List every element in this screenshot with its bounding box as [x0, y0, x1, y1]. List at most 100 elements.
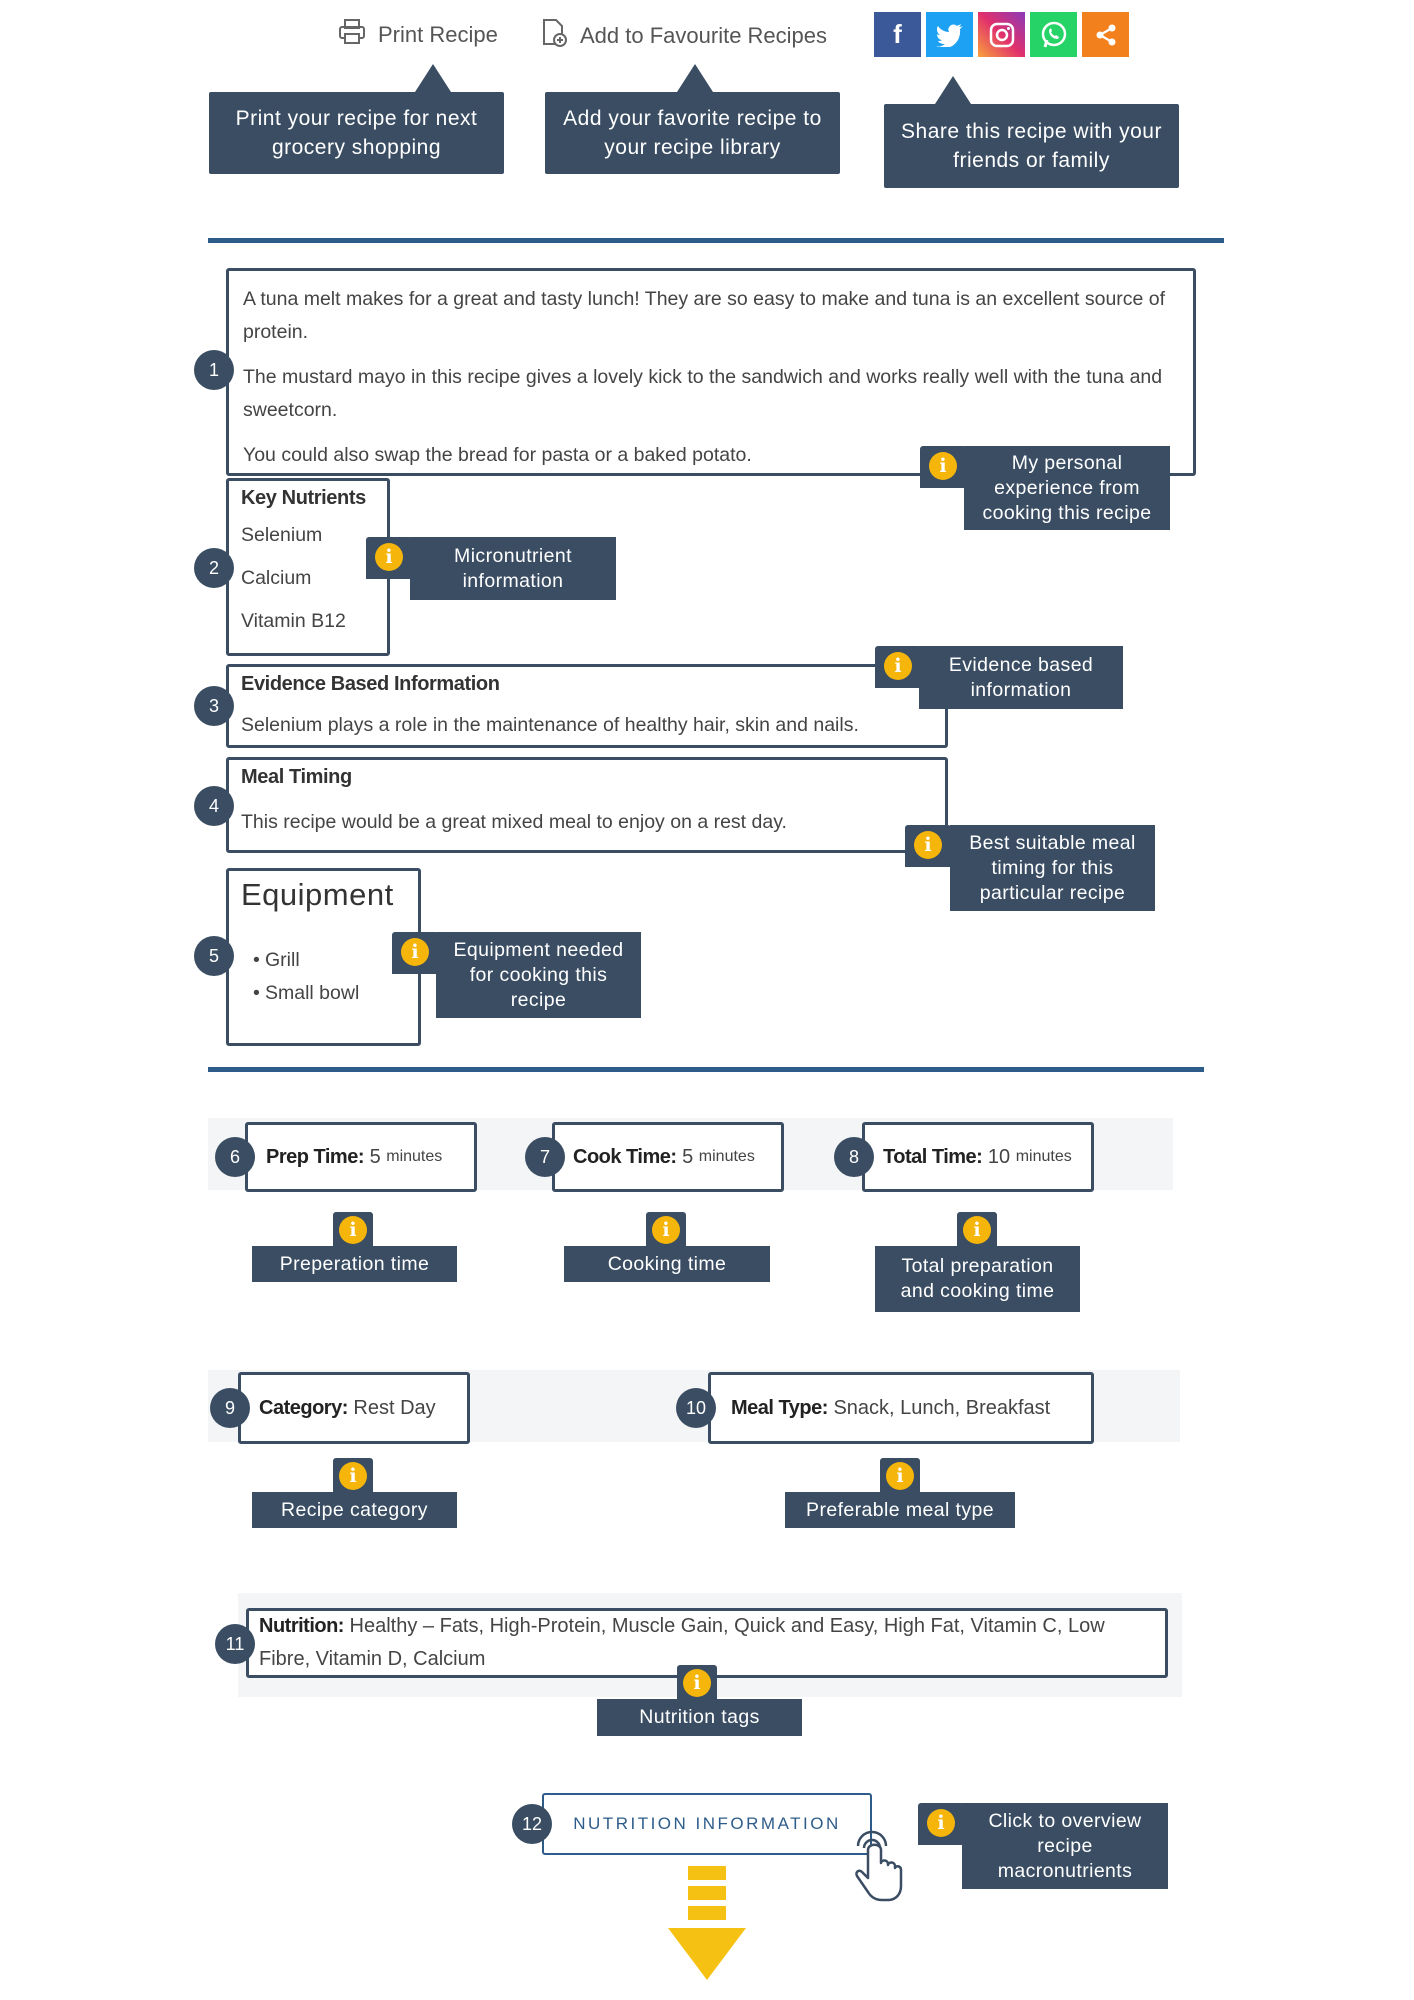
info-icon[interactable]: i [963, 1216, 991, 1244]
meal-type-label: Meal Type: [731, 1396, 828, 1419]
info-icon[interactable]: i [339, 1462, 367, 1490]
prep-time-value: 5 [369, 1145, 381, 1168]
evidence-text: Selenium plays a role in the maintenance… [241, 714, 859, 736]
print-tip: Print your recipe for next grocery shopp… [209, 92, 504, 174]
step-number-12: 12 [512, 1804, 552, 1844]
intro-paragraph-3: You could also swap the bread for pasta … [243, 444, 752, 466]
hand-pointer-icon [848, 1826, 908, 1911]
nutrient-item: Vitamin B12 [241, 610, 346, 632]
info-icon[interactable]: i [914, 831, 942, 859]
down-arrow-icon [668, 1866, 748, 1986]
total-tip: Total preparation and cooking time [875, 1246, 1080, 1312]
share-tip: Share this recipe with your friends or f… [884, 104, 1179, 188]
meal-type-box: Meal Type: Snack, Lunch, Breakfast [708, 1372, 1094, 1444]
share-tip-arrow [935, 76, 971, 104]
category-label: Category: [259, 1396, 348, 1419]
step-number-8: 8 [834, 1137, 874, 1177]
info-icon[interactable]: i [652, 1216, 680, 1244]
step-number-10: 10 [676, 1388, 716, 1428]
info-icon[interactable]: i [929, 452, 957, 480]
meal-timing-box: Meal Timing This recipe would be a great… [226, 757, 948, 853]
total-time-unit: minutes [1015, 1148, 1072, 1165]
print-recipe-action[interactable]: Print Recipe [338, 18, 498, 52]
info-icon[interactable]: i [884, 652, 912, 680]
category-value: Rest Day [353, 1396, 436, 1419]
cook-time-box: Cook Time: 5 minutes [552, 1122, 784, 1192]
cook-tip: Cooking time [564, 1246, 770, 1282]
middle-divider [208, 1067, 1204, 1072]
print-tip-arrow [415, 64, 451, 92]
nutrient-item: Calcium [241, 567, 312, 589]
step-number-9: 9 [210, 1388, 250, 1428]
favourite-tip-arrow [677, 64, 713, 92]
total-time-label: Total Time: [883, 1145, 983, 1168]
cook-time-unit: minutes [698, 1148, 755, 1165]
nutrients-title: Key Nutrients [241, 487, 366, 509]
prep-time-box: Prep Time: 5 minutes [245, 1122, 477, 1192]
step-number-1: 1 [194, 350, 234, 390]
meal-timing-title: Meal Timing [241, 766, 352, 788]
step-number-2: 2 [194, 548, 234, 588]
meal-type-tip: Preferable meal type [785, 1492, 1015, 1528]
info-icon[interactable]: i [683, 1669, 711, 1697]
step-number-7: 7 [525, 1137, 565, 1177]
intro-paragraph-2: The mustard mayo in this recipe gives a … [243, 366, 1163, 421]
nutrients-tip: Micronutrient information [410, 537, 616, 600]
print-recipe-label: Print Recipe [378, 22, 498, 47]
equipment-tip: Equipment needed for cooking this recipe [436, 932, 641, 1018]
add-favourite-label: Add to Favourite Recipes [580, 23, 828, 48]
equipment-item: •Small bowl [253, 982, 360, 1004]
nutrition-button-tip: Click to overview recipe macronutrients [962, 1803, 1168, 1889]
prep-tip: Preperation time [252, 1246, 457, 1282]
info-icon[interactable]: i [886, 1462, 914, 1490]
intro-box: A tuna melt makes for a great and tasty … [226, 268, 1196, 476]
info-icon[interactable]: i [927, 1809, 955, 1837]
step-number-6: 6 [215, 1137, 255, 1177]
add-favourite-action[interactable]: Add to Favourite Recipes [540, 18, 827, 54]
step-number-4: 4 [194, 786, 234, 826]
instagram-icon[interactable] [978, 12, 1025, 57]
step-number-3: 3 [194, 686, 234, 726]
step-number-5: 5 [194, 936, 234, 976]
evidence-title: Evidence Based Information [241, 673, 500, 695]
equipment-title: Equipment [241, 877, 394, 912]
equipment-item-label: Grill [265, 949, 300, 971]
prep-time-unit: minutes [386, 1148, 443, 1165]
nutrition-information-button[interactable]: NUTRITION INFORMATION [542, 1793, 872, 1855]
whatsapp-icon[interactable] [1030, 12, 1077, 57]
favourite-tip: Add your favorite recipe to your recipe … [545, 92, 840, 174]
step-number-11: 11 [215, 1624, 255, 1664]
printer-icon [338, 18, 366, 52]
cook-time-label: Cook Time: [573, 1145, 677, 1168]
add-document-icon [540, 18, 568, 54]
prep-time-label: Prep Time: [266, 1145, 365, 1168]
intro-tip: My personal experience from cooking this… [964, 446, 1170, 530]
intro-paragraph-1: A tuna melt makes for a great and tasty … [243, 288, 1166, 343]
equipment-item: •Grill [253, 949, 300, 971]
evidence-box: Evidence Based Information Selenium play… [226, 664, 948, 748]
info-icon[interactable]: i [401, 938, 429, 966]
category-box: Category: Rest Day [238, 1372, 470, 1444]
nutrition-content: Nutrition: Healthy – Fats, High-Protein,… [259, 1610, 1155, 1676]
info-icon[interactable]: i [375, 543, 403, 571]
nutrition-tip: Nutrition tags [597, 1699, 802, 1736]
evidence-tip: Evidence based information [919, 646, 1123, 709]
nutrition-information-label: NUTRITION INFORMATION [573, 1814, 841, 1833]
cook-time-value: 5 [682, 1145, 694, 1168]
meal-type-value: Snack, Lunch, Breakfast [833, 1396, 1051, 1419]
nutrients-box: Key Nutrients Selenium Calcium Vitamin B… [226, 478, 390, 656]
nutrition-value: Healthy – Fats, High-Protein, Muscle Gai… [259, 1615, 1105, 1670]
twitter-icon[interactable] [926, 12, 973, 57]
info-icon[interactable]: i [339, 1216, 367, 1244]
nutrition-label: Nutrition: [259, 1615, 344, 1637]
meal-timing-tip: Best suitable meal timing for this parti… [950, 825, 1155, 911]
nutrient-item: Selenium [241, 524, 323, 546]
share-icon[interactable] [1082, 12, 1129, 57]
top-divider [208, 238, 1224, 243]
total-time-box: Total Time: 10 minutes [862, 1122, 1094, 1192]
equipment-item-label: Small bowl [265, 982, 360, 1004]
total-time-value: 10 [987, 1145, 1011, 1168]
meal-timing-text: This recipe would be a great mixed meal … [241, 811, 787, 833]
facebook-icon[interactable]: f [874, 12, 921, 57]
category-tip: Recipe category [252, 1492, 457, 1528]
